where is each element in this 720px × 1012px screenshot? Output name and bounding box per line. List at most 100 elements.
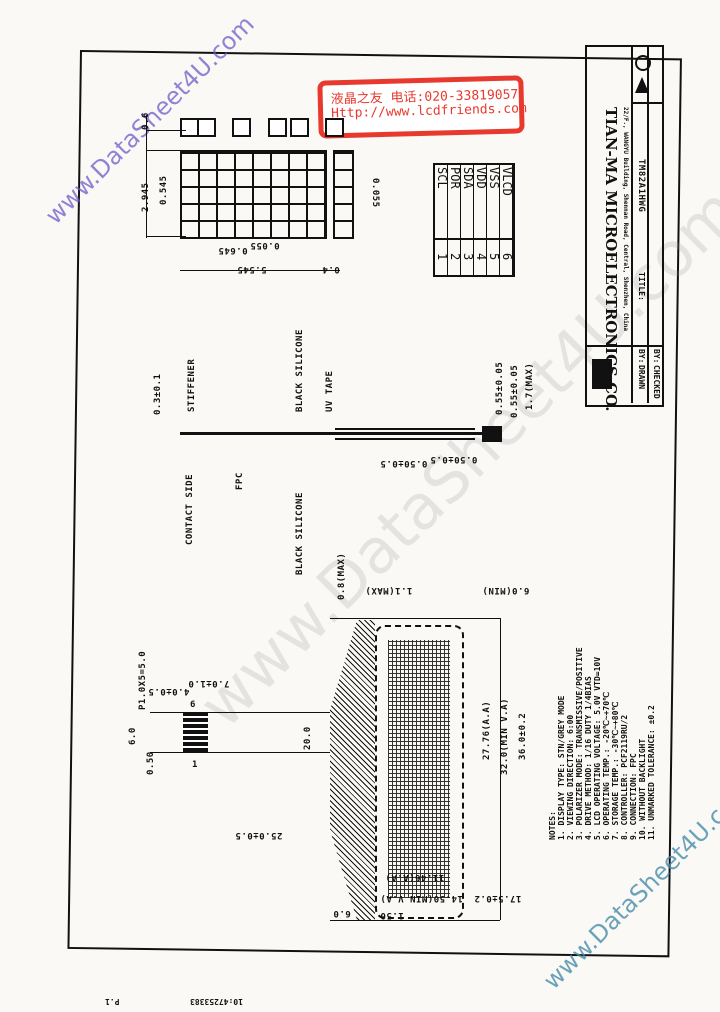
note-2: 2. VIEWING DIRECTION: 6:00	[566, 714, 575, 840]
stiffener-fpc-line	[180, 432, 490, 435]
note-9: 9. CONNECTION: FPC	[629, 753, 638, 840]
tb-divider	[647, 47, 649, 403]
tb-divider	[587, 345, 662, 347]
char-cell	[197, 118, 216, 137]
pin-name-3: SDA	[461, 167, 475, 189]
pin-no-5: 5	[487, 253, 501, 261]
dim-5-545: 5.545	[237, 264, 267, 274]
notes-title: NOTES:	[548, 811, 557, 840]
dim-6-0-min: 6.0(MIN)	[482, 585, 530, 595]
label-black-silicone-top: BLACK SILICONE	[295, 329, 305, 412]
lcd-character-matrix	[388, 640, 450, 898]
tb-divider	[631, 47, 633, 403]
dim-0-645: 0.645	[218, 245, 248, 255]
cursor-column	[333, 150, 354, 239]
glass-right-edge	[500, 618, 501, 920]
dim-1-50: 17.5±0.2	[474, 893, 522, 903]
char-dot-grid	[180, 150, 327, 239]
title-value: TM82A1HWG	[636, 159, 646, 213]
pin-mark-6: 6	[190, 700, 196, 710]
dim-0-50-left: 0.50±0.5	[380, 458, 428, 468]
dim-0-55-b: 0.55±0.05	[510, 364, 520, 418]
dim-4-0: 4.0±0.5	[148, 686, 190, 696]
dim-6-0-fpc: 6.0	[128, 727, 138, 745]
pin-assignment-table: SCL POR SDA VDD VSS VLCD 1 2 3 4 5 6	[433, 163, 515, 277]
dim-0-55-a: 0.55±0.05	[495, 361, 505, 415]
dim-14-50-va: 14.50(MIN V.A)	[380, 893, 463, 903]
dim-0-055-right: 0.055	[370, 178, 380, 208]
company-address: 22/F., WANGYU Building, Shennan Road, Ce…	[622, 107, 629, 331]
label-fpc: FPC	[235, 472, 245, 490]
panel-edge	[482, 426, 502, 442]
char-cell	[290, 118, 309, 137]
tb-divider	[631, 102, 662, 104]
char-cell	[232, 118, 251, 137]
checked-label: CHECKED	[652, 365, 661, 399]
dim-27-76-aa: 27.76(A.A)	[482, 700, 492, 760]
pin-name-1: SCL	[435, 167, 449, 189]
company-logo-icon	[592, 359, 612, 389]
dim-0-50-right: 0.50±0.5	[430, 454, 478, 464]
note-3: 3. POLARIZER MODE: TRANSMISSIVE/POSITIVE	[575, 647, 584, 840]
page-number: P.1	[105, 997, 120, 1006]
dim-0-8-max: 0.8(MAX)	[337, 552, 347, 600]
glass-bottom-edge	[330, 920, 500, 921]
dim-20-0: 20.0	[303, 726, 313, 750]
dim-0-3: 0.3±0.1	[153, 373, 163, 415]
pin-no-4: 4	[474, 253, 488, 261]
dim-line	[180, 270, 340, 271]
dim-0-50: 0.50	[146, 751, 156, 775]
fpc-bottom-edge	[150, 752, 330, 753]
note-1: 1. DISPLAY TYPE: STN/GREY MODE	[557, 695, 566, 841]
checked-by: BY:	[652, 349, 661, 364]
contact-stamp: 液晶之友 电话:020-33819057 Http://www.lcdfrien…	[317, 75, 527, 139]
dim-line	[146, 150, 186, 151]
label-stiffener: STIFFENER	[187, 358, 197, 412]
projection-symbol-icon	[635, 55, 651, 71]
dim-36-0: 36.0±0.2	[518, 712, 528, 760]
note-5: 5. LCD OPERATING VOLTAGE: 5.0V VTD=10V	[593, 656, 602, 840]
dim-0-055-bottom: 0.055	[250, 240, 280, 250]
dim-pitch: P1.0X5=5.0	[138, 650, 148, 710]
viewing-area	[375, 625, 464, 919]
dim-2-945: 2.945	[141, 182, 151, 212]
note-4: 4. DRIVE METHOD: 1/16 DUTY 1/4BIAS	[584, 676, 593, 840]
drawn-label: DRAWN	[637, 365, 646, 390]
dim-6-0-bottom: 6.0	[333, 908, 351, 918]
label-contact-side: CONTACT SIDE	[185, 473, 195, 545]
fpc-contacts	[183, 712, 208, 752]
fax-header: 10:47253383	[190, 997, 243, 1006]
note-7: 7. STORAGE TEMP.: -30℃~+80℃	[611, 701, 620, 840]
glass-top-edge	[330, 618, 500, 619]
char-cell	[325, 118, 344, 137]
pin-name-6: VLCD	[500, 167, 514, 196]
dim-32-0-va: 32.0(MIN V.A)	[500, 698, 510, 775]
pin-name-5: VSS	[487, 167, 501, 189]
pin-no-3: 3	[461, 253, 475, 261]
fpc-top-edge	[150, 712, 330, 713]
note-6: 6. OPERATING TEMP.: -20℃~+70℃	[602, 691, 611, 840]
dim-7-0: 7.0±1.0	[188, 678, 230, 688]
note-8: 8. CONTROLLER: PCF2119RU/2	[620, 714, 629, 840]
dim-0-6: 0.6	[141, 112, 151, 130]
panel-bottom-line	[335, 438, 475, 440]
title-block: TIAN-MA MICROELECTRONICS CO. 22/F., WANG…	[585, 45, 664, 411]
dim-11-46-aa: 11.46(A.A)	[385, 872, 445, 882]
panel-top-line	[335, 428, 475, 430]
dim-line	[146, 236, 186, 237]
dim-1-7-max: 1.7(MAX)	[525, 362, 535, 410]
dim-line	[146, 130, 186, 131]
pin-name-4: VDD	[474, 167, 488, 189]
pin-no-1: 1	[435, 253, 449, 261]
dim-0-4: 0.4	[322, 264, 340, 274]
dim-1-1-max: 1.1(MAX)	[365, 585, 413, 595]
title-label: TITLE:	[637, 272, 646, 301]
dim-17-5: 1.50	[380, 910, 404, 920]
pin-mark-1: 1	[192, 760, 198, 770]
table-column-lines	[435, 165, 513, 275]
drawn-by: BY:	[637, 349, 646, 364]
pin-name-2: POR	[448, 167, 462, 189]
dim-25-0: 25.0±0.5	[235, 830, 283, 840]
projection-cone-icon	[635, 77, 649, 93]
char-cell	[268, 118, 287, 137]
